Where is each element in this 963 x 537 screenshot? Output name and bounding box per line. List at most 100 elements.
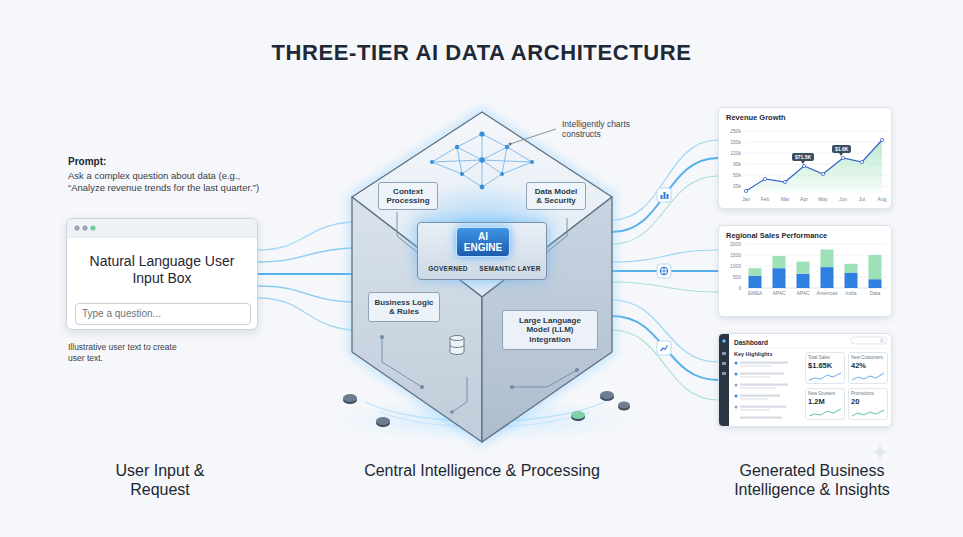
bar-segments-green	[797, 262, 810, 274]
highlight-rows	[740, 376, 770, 378]
chart-gridlines	[745, 153, 887, 154]
sidebar-icons	[722, 352, 726, 355]
chart-badge	[661, 195, 663, 199]
bar-segments-blue	[749, 267, 882, 288]
highlight-rows	[735, 406, 738, 409]
card-title: Revenue Growth	[726, 113, 884, 122]
network-dots	[505, 145, 509, 149]
highlight-rows	[735, 384, 738, 387]
highlight-rows	[740, 387, 776, 389]
globe-badge	[660, 267, 667, 274]
header-rule	[731, 348, 891, 349]
prompt-heading: Prompt:	[68, 156, 188, 168]
output-stream	[612, 140, 718, 220]
highlight-rows	[740, 384, 788, 386]
input-window: Natural Language User Input BoxType a qu…	[66, 218, 258, 330]
panel-label: Large Language Model (LLM) Integration	[507, 316, 593, 344]
tier-caption: User Input & Request	[115, 461, 205, 499]
kpi-tile: New Growers1.2M	[805, 388, 845, 420]
highlight-rows	[735, 395, 738, 398]
sidebar-icons	[722, 372, 726, 375]
search-pill	[881, 339, 884, 342]
axis-label: 25k	[719, 183, 741, 189]
chart-gridlines	[745, 131, 887, 132]
search-pill	[851, 337, 887, 344]
tooltip-pointer	[839, 153, 843, 156]
axis-label: Apr	[796, 196, 812, 202]
tier-caption: Generated Business Intelligence & Insigh…	[717, 461, 907, 499]
chart-gridlines	[745, 255, 887, 256]
highlight-rows	[740, 406, 786, 408]
bar-segments-blue	[773, 268, 786, 288]
chart-gridlines	[745, 244, 887, 277]
chart-gridlines	[745, 142, 887, 143]
data-points	[744, 138, 883, 192]
axis-label: 1000	[719, 263, 741, 269]
chart-gridlines	[745, 244, 887, 245]
data-points	[821, 172, 824, 175]
value-tooltip: $71.5K	[792, 153, 814, 161]
text-input: Type a question...	[75, 303, 251, 325]
data-points	[763, 177, 766, 180]
input-stream	[258, 298, 352, 330]
network-dots	[530, 160, 534, 164]
flow-connector	[258, 273, 352, 275]
component-panel: Context Processing	[378, 182, 438, 210]
cube-tokens	[600, 391, 614, 399]
kpi-tile: New Customers42%	[848, 352, 888, 384]
ai-engine-chip: AI ENGINE	[456, 227, 510, 257]
section-heading: Key Highlights	[734, 351, 794, 358]
cube-tokens	[376, 417, 390, 425]
data-points	[841, 156, 844, 159]
axis-label: 90k	[719, 161, 741, 167]
axis-label: Jan	[738, 196, 754, 202]
network-dots	[460, 172, 464, 176]
card-title: Regional Sales Performance	[726, 231, 884, 240]
chart-card: Regional Sales Performance	[718, 225, 892, 317]
tile-sparklines	[809, 409, 841, 416]
callout-text: Intelligently charts constructs	[560, 118, 660, 140]
tile-sparklines	[809, 373, 884, 416]
kpi-text: New Growers	[808, 391, 842, 397]
kpi-text: Total Sales	[808, 355, 842, 361]
sparkle-mark	[872, 444, 888, 460]
trace-ends	[510, 385, 514, 389]
axis-label: May	[815, 196, 831, 202]
bar-segments-blue	[845, 273, 858, 288]
data-points	[860, 160, 863, 163]
axis-label: 50k	[719, 172, 741, 178]
kpi-text: $1.65K	[808, 361, 842, 370]
input-stream	[258, 248, 352, 262]
trace-ends	[420, 385, 424, 389]
callout-leader	[509, 143, 512, 146]
globe-badge	[657, 264, 671, 278]
data-points	[783, 180, 786, 183]
prompt-text: Ask a complex question about data (e.g.,…	[68, 170, 268, 195]
kpi-tile: Promotions20	[848, 388, 888, 420]
panel-label: Business Logic & Rules	[373, 298, 435, 316]
input-stream	[258, 222, 352, 250]
axis-label: 1500	[719, 252, 741, 258]
bar-segments-green	[869, 255, 882, 279]
chart-card: Revenue Growth$71.5K$1.6K	[718, 107, 892, 209]
network-dots	[500, 172, 504, 176]
axis-label: Americas	[816, 290, 838, 296]
plate-label: GOVERNED	[422, 265, 474, 273]
search-pill	[851, 337, 887, 344]
tier-caption: Central Intelligence & Processing	[337, 461, 627, 480]
sidebar-icons	[722, 339, 726, 343]
data-points	[802, 164, 805, 167]
input-stream	[258, 267, 352, 281]
kpi-text: Promotions	[851, 391, 885, 397]
report-badge	[657, 341, 671, 355]
highlight-rows	[740, 398, 768, 400]
axis-label: Mar	[777, 196, 793, 202]
cube-tokens	[618, 402, 630, 409]
circuit-traces	[512, 370, 577, 387]
axis-label: 0	[719, 285, 741, 291]
highlight-rows	[740, 395, 780, 397]
network-dots	[455, 145, 459, 149]
highlight-rows	[740, 409, 770, 411]
cube-glow	[352, 112, 612, 442]
